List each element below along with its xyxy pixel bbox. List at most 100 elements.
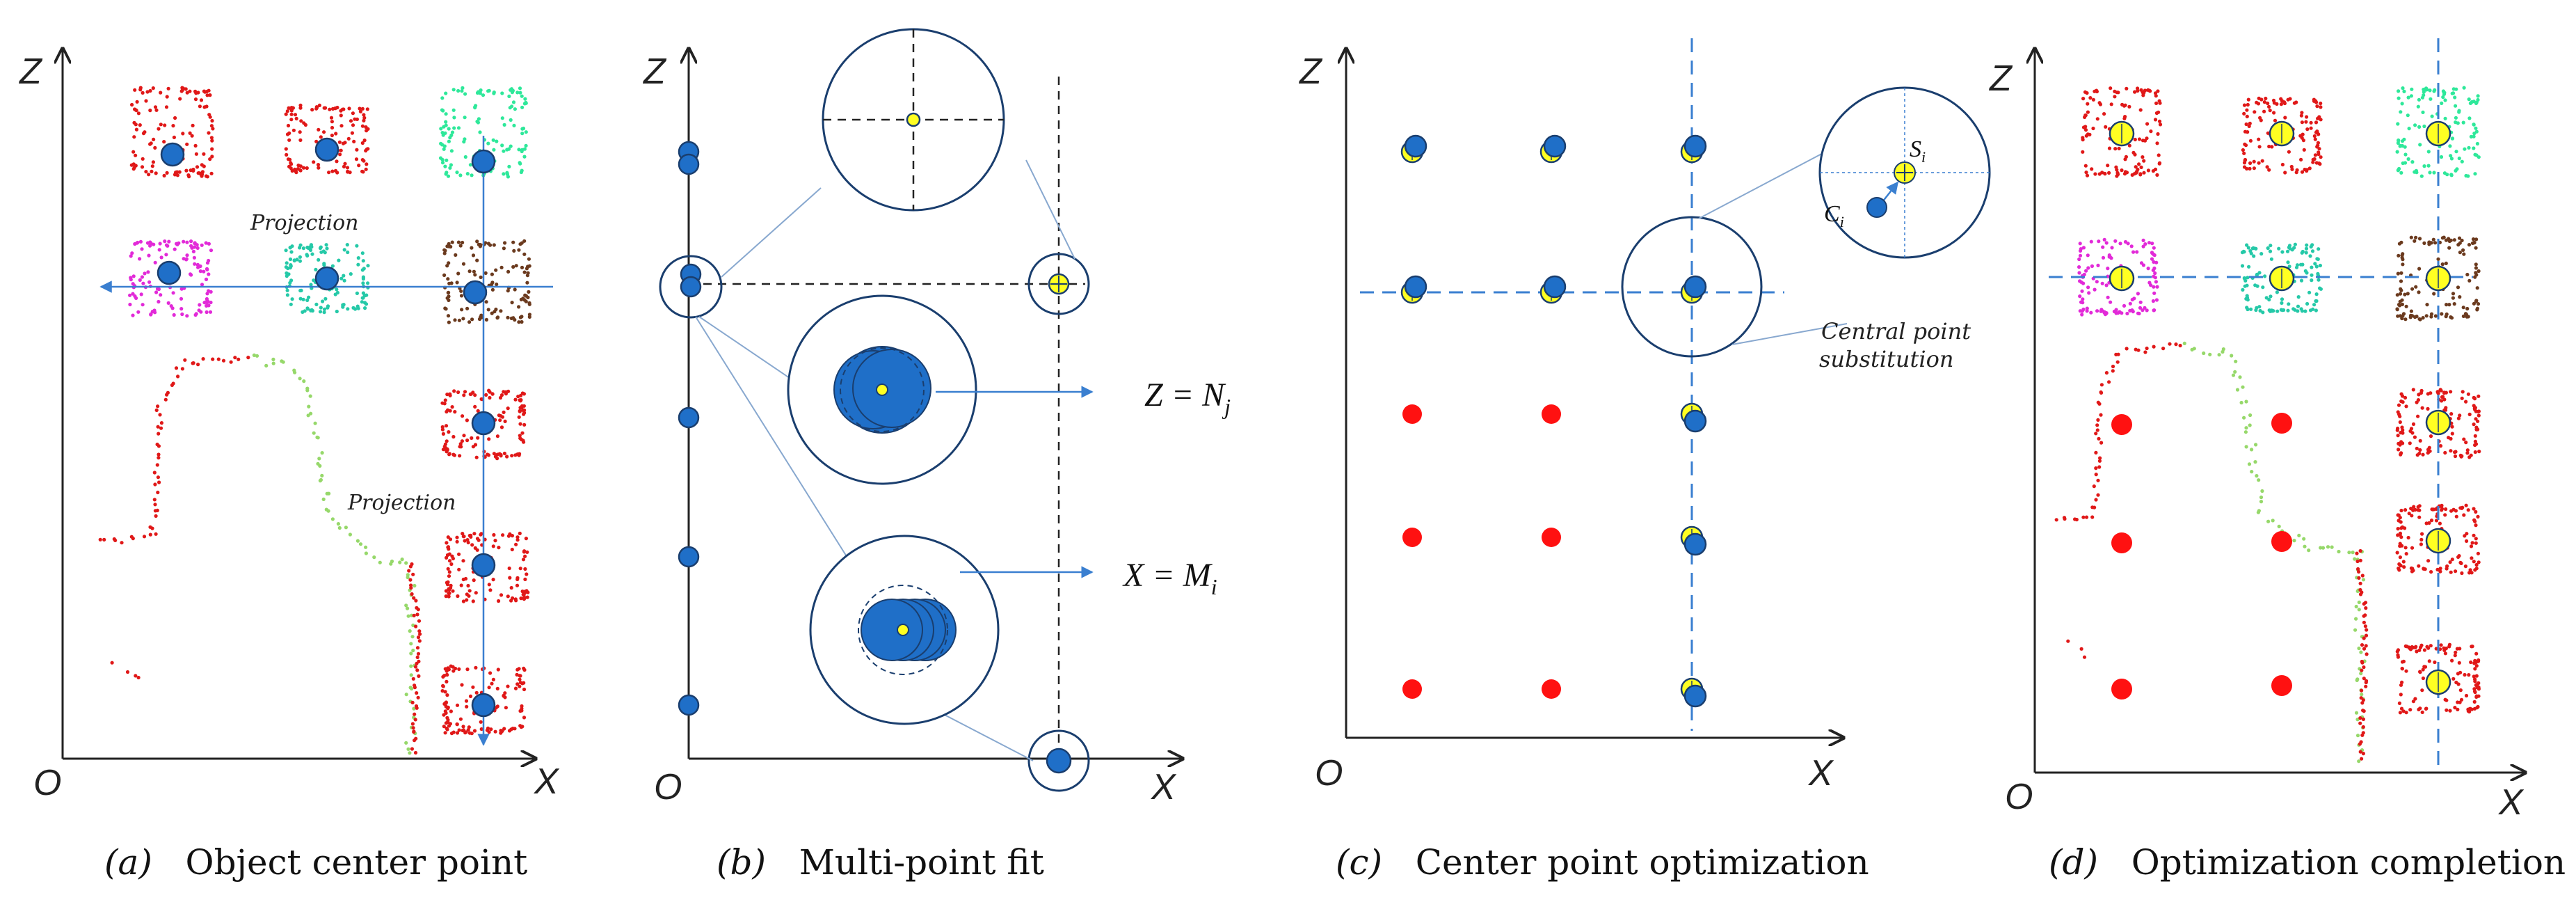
panel-d-stray bbox=[2066, 639, 2087, 659]
panel-d-cloud-r1c1-pt bbox=[2155, 173, 2159, 177]
panel-d-cloud-r2c2-pt bbox=[2294, 265, 2299, 269]
panel-d-wall-green-pt bbox=[2354, 711, 2359, 715]
panel-d-cloud-r2c1-pt bbox=[2149, 283, 2153, 287]
panel-a-cloud-r4c3-pt bbox=[446, 567, 450, 571]
panel-d-cloud-r2c2-pt bbox=[2310, 278, 2314, 283]
panel-d-red-point-1 bbox=[2111, 414, 2132, 435]
panel-d-cloud-r3c3-pt bbox=[2465, 451, 2470, 455]
panel-d-cloud-r4c3-pt bbox=[2412, 505, 2416, 509]
panel-a-cloud-r3c3-pt bbox=[445, 393, 449, 397]
panel-a-cloud-r4c3-pt bbox=[518, 567, 522, 571]
panel-a-wall-left-pt bbox=[102, 537, 106, 542]
panel-a-cloud-r1c3-pt bbox=[509, 144, 513, 148]
panel-d-cloud-r4c3-pt bbox=[2403, 508, 2408, 512]
panel-d-cloud-r3c3-pt bbox=[2460, 396, 2464, 400]
panel-d-cloud-r1c1-pt bbox=[2081, 125, 2086, 129]
panel-d-cloud-r1c1-pt bbox=[2095, 117, 2099, 121]
panel-a-cloud-r2c3-pt bbox=[475, 258, 479, 262]
panel-a-cloud-r5c3-pt bbox=[518, 674, 522, 678]
panel-a-cloud-r2c3-pt bbox=[522, 239, 527, 243]
panel-a-wall-green-pt bbox=[355, 539, 360, 543]
panel-d-cloud-r2c2-pt bbox=[2305, 243, 2309, 247]
panel-a-cloud-r2c3-pt bbox=[470, 317, 474, 322]
panel-a-cloud-r2c1-pt bbox=[200, 283, 205, 287]
caption-a: (a) Object center point bbox=[104, 842, 528, 883]
panel-d-cloud-r1c1-pt bbox=[2153, 118, 2158, 122]
panel-d-cloud-r5c3-pt bbox=[2473, 690, 2477, 695]
panel-a-cloud-r2c3-pt bbox=[486, 308, 490, 312]
panel-d-cloud-r5c3-pt bbox=[2475, 683, 2479, 687]
panel-a-cloud-r1c1-pt bbox=[196, 90, 200, 95]
panel-d-cloud-r1c2-pt bbox=[2315, 104, 2319, 109]
panel-a-cloud-r3c3-pt bbox=[506, 389, 511, 393]
panel-a-cloud-r4c3-pt bbox=[522, 597, 527, 601]
panel-a-wall-green-pt bbox=[308, 394, 312, 398]
panel-d-cloud-r2c2-pt bbox=[2287, 244, 2292, 248]
panel-a: Z X O Projection Projection bbox=[18, 49, 560, 803]
panel-a-cloud-r1c2-pt bbox=[317, 127, 321, 132]
panel-a-wall-green-pt bbox=[372, 555, 376, 560]
panel-d-cloud-r1c1-pt bbox=[2157, 119, 2162, 123]
panel-a-cloud-r4c3-pt bbox=[455, 535, 459, 539]
panel-d-cloud-r4c3-pt bbox=[2396, 527, 2400, 531]
panel-a-cloud-r1c1-pt bbox=[184, 168, 189, 173]
panel-d-cloud-r2c3-pt bbox=[2401, 312, 2406, 316]
panel-d-cloud-r2c3-pt bbox=[2433, 314, 2438, 318]
panel-d-cloud-r1c3-pt bbox=[2416, 104, 2420, 109]
panel-a-cloud-r1c2-pt bbox=[327, 171, 331, 175]
panel-d-cloud-r1c1-pt bbox=[2083, 90, 2088, 94]
panel-a-cloud-r2c3-pt bbox=[490, 311, 494, 315]
panel-d-cloud-r4c3-pt bbox=[2427, 521, 2431, 525]
panel-a-cloud-r3c3-pt bbox=[441, 432, 446, 436]
panel-a-cloud-r1c2-pt bbox=[330, 120, 334, 124]
panel-b-z-selection-circle bbox=[659, 255, 723, 319]
panel-d-cloud-r2c3-pt bbox=[2475, 286, 2479, 290]
panel-d-cloud-r1c3-pt bbox=[2441, 89, 2445, 93]
panel-d-wall-right-pt bbox=[2355, 551, 2359, 555]
panel-a-center-6 bbox=[463, 280, 488, 305]
panel-a-cloud-r5c3-pt bbox=[449, 664, 453, 668]
panel-a-cloud-r2c2-pt bbox=[351, 306, 355, 310]
panel-a-cloud-r3c3-pt bbox=[443, 398, 447, 402]
panel-c: Z X O Si Ci substitution Central point bbox=[1298, 38, 1991, 793]
panel-d-cloud-r3c3-pt bbox=[2417, 393, 2421, 397]
panel-a-cloud-r1c1-pt bbox=[175, 170, 179, 174]
panel-a-cloud-r5c3-pt bbox=[463, 731, 467, 735]
panel-d-cloud-r2c1-pt bbox=[2081, 246, 2086, 250]
panel-d-cloud-r1c1-pt bbox=[2138, 172, 2143, 176]
panel-d-cloud-r2c1-pt bbox=[2101, 245, 2105, 249]
panel-d-cloud-r2c2-pt bbox=[2242, 250, 2246, 254]
panel-a-stray-pt bbox=[134, 674, 138, 678]
panel-a-wall-left-pt bbox=[157, 432, 161, 436]
panel-a-cloud-r1c1-pt bbox=[131, 162, 136, 166]
panel-a-cloud-r1c1-pt bbox=[210, 155, 214, 159]
panel-a-cloud-r1c2-pt bbox=[298, 130, 302, 134]
panel-d-cloud-r1c2-pt bbox=[2264, 96, 2268, 101]
panel-a-cloud-r2c3-pt bbox=[442, 273, 447, 277]
panel-d-cloud-r1c3-pt bbox=[2462, 86, 2466, 90]
panel-a-cloud-r1c2-pt bbox=[314, 105, 319, 109]
panel-d-cloud-r4c3-pt bbox=[2463, 564, 2467, 569]
panel-a-cloud-r2c3-pt bbox=[511, 316, 515, 320]
panel-a-cloud-r4c3-pt bbox=[444, 589, 449, 593]
panel-b-z-point-5 bbox=[678, 406, 700, 429]
panel-d-cloud-r2c1-pt bbox=[2100, 281, 2104, 285]
panel-d-cloud-r5c3-pt bbox=[2451, 677, 2456, 681]
panel-a-cloud-r1c1-pt bbox=[138, 88, 143, 92]
panel-d-cloud-r2c3-pt bbox=[2477, 269, 2481, 274]
panel-a-cloud-r2c3-pt bbox=[461, 317, 465, 321]
panel-a-cloud-r2c1-pt bbox=[194, 312, 198, 316]
panel-d-stray-pt bbox=[2079, 647, 2083, 651]
panel-d-cloud-r1c3-pt bbox=[2461, 120, 2465, 125]
panel-d-cloud-r2c3-pt bbox=[2417, 290, 2421, 294]
panel-d-cloud-r5c3-pt bbox=[2415, 649, 2419, 654]
panel-d-cloud-r3c3-pt bbox=[2396, 426, 2400, 431]
panel-a-cloud-r1c2-pt bbox=[284, 147, 288, 151]
panel-a-cloud-r5c3-pt bbox=[522, 667, 527, 672]
panel-d-cloud-r5c3-pt bbox=[2464, 693, 2469, 698]
panel-d-wall-left-pt bbox=[2099, 390, 2104, 395]
panel-a-cloud-r1c1-pt bbox=[130, 102, 134, 107]
panel-a-wall-green-pt bbox=[364, 551, 369, 555]
panel-a-cloud-r1c3-pt bbox=[477, 117, 481, 121]
panel-d-wall-left-pt bbox=[2097, 459, 2102, 463]
